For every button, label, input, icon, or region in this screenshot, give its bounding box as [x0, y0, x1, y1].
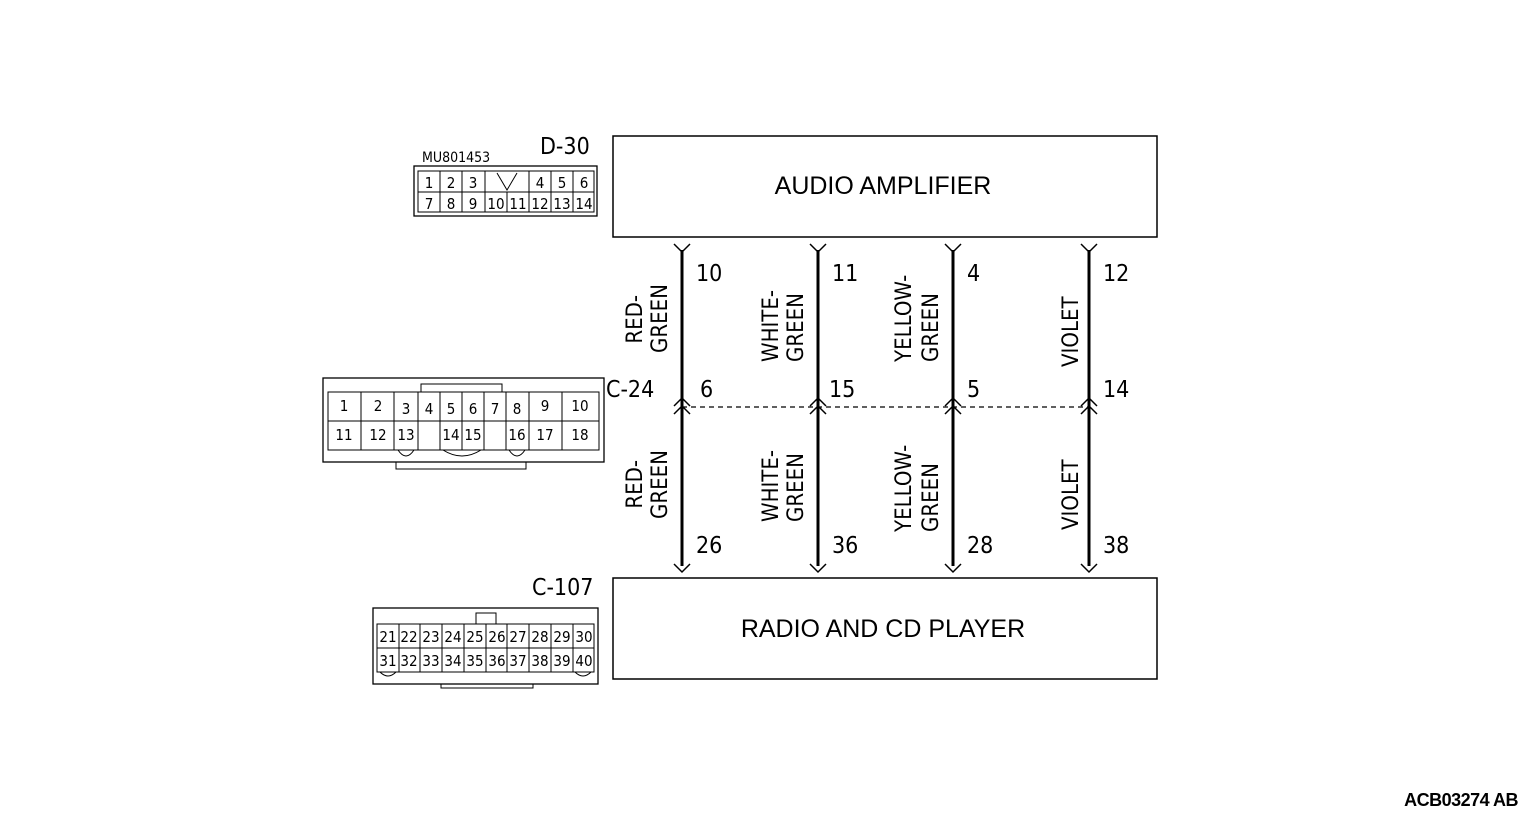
- pin-mid-4: 14: [1103, 377, 1129, 403]
- d30-pin-13: 13: [553, 195, 570, 213]
- pin-numbers: 10 11 4 12 6 15 5 14 26 36 28 38: [696, 261, 1129, 559]
- d30-pin-6: 6: [580, 174, 589, 192]
- c24-pin-10: 10: [571, 397, 588, 415]
- c107-pin-40: 40: [575, 652, 592, 670]
- wire-3-upper-color-line2: GREEN: [919, 293, 944, 362]
- c107-pin-28: 28: [531, 628, 548, 646]
- wire-1-upper-color-line2: GREEN: [648, 284, 673, 353]
- pin-mid-2: 15: [829, 377, 855, 403]
- c107-pin-26: 26: [488, 628, 505, 646]
- wire-1-lower-color-line1: RED-: [623, 460, 648, 509]
- connector-d30: D-30 MU801453 1 2 3 4 5 6 7 8 9 10 11: [413, 134, 598, 217]
- c24-pin-3: 3: [402, 400, 411, 418]
- c107-pin-25: 25: [466, 628, 483, 646]
- audio-amplifier-box: AUDIO AMPLIFIER: [612, 135, 1158, 238]
- wire-4-lower-color: VIOLET: [1059, 459, 1084, 530]
- reference-code: ACB03274 AB: [1404, 790, 1518, 810]
- c107-pin-21: 21: [379, 628, 396, 646]
- connector-c24: C-24 1 2 3 4 5 6 7 8 9 10: [322, 377, 654, 470]
- wire-group: [673, 243, 1098, 574]
- audio-amplifier-label: AUDIO AMPLIFIER: [775, 172, 992, 200]
- connector-d30-label: D-30: [540, 134, 590, 160]
- wire-1-upper-color-line1: RED-: [623, 295, 648, 344]
- d30-pin-12: 12: [531, 195, 548, 213]
- radio-cd-player-box: RADIO AND CD PLAYER: [612, 577, 1158, 680]
- pin-top-1: 10: [696, 261, 722, 287]
- wire-yellow-green: [944, 243, 962, 574]
- wire-1-lower-color-line2: GREEN: [648, 450, 673, 519]
- pin-mid-3: 5: [967, 377, 980, 403]
- c24-pin-1: 1: [340, 397, 349, 415]
- connector-d30-part-no: MU801453: [422, 150, 490, 166]
- wire-2-upper-color-line1: WHITE-: [759, 290, 784, 362]
- pin-mid-1: 6: [700, 377, 713, 403]
- radio-cd-player-label: RADIO AND CD PLAYER: [741, 615, 1025, 643]
- pin-top-3: 4: [967, 261, 980, 287]
- c24-pin-12: 12: [369, 426, 386, 444]
- connector-c24-label: C-24: [606, 377, 654, 403]
- c107-pin-29: 29: [553, 628, 570, 646]
- c24-pin-8: 8: [513, 400, 522, 418]
- c107-pin-38: 38: [531, 652, 548, 670]
- wire-3-upper-color-line1: YELLOW-: [892, 275, 917, 363]
- wire-white-green: [809, 243, 827, 574]
- wire-3-lower-color-line2: GREEN: [919, 463, 944, 532]
- d30-pin-3: 3: [469, 174, 478, 192]
- d30-pin-5: 5: [558, 174, 567, 192]
- c107-pin-35: 35: [466, 652, 483, 670]
- c107-pin-24: 24: [444, 628, 461, 646]
- pin-top-4: 12: [1103, 261, 1129, 287]
- c107-pin-37: 37: [509, 652, 526, 670]
- wire-2-upper-color-line2: GREEN: [784, 293, 809, 362]
- c107-pin-23: 23: [422, 628, 439, 646]
- c24-pin-4: 4: [425, 400, 434, 418]
- c24-pin-11: 11: [335, 426, 352, 444]
- wire-violet: [1080, 243, 1098, 574]
- d30-pin-1: 1: [425, 174, 434, 192]
- c24-pin-16: 16: [508, 426, 525, 444]
- c24-pin-17: 17: [536, 426, 553, 444]
- pin-top-2: 11: [832, 261, 858, 287]
- c107-pin-22: 22: [400, 628, 417, 646]
- d30-pin-2: 2: [447, 174, 456, 192]
- c107-pin-27: 27: [509, 628, 526, 646]
- c24-pin-7: 7: [491, 400, 500, 418]
- c24-pin-14: 14: [442, 426, 459, 444]
- connector-c107-label: C-107: [532, 575, 593, 601]
- c107-pin-32: 32: [400, 652, 417, 670]
- d30-pin-14: 14: [575, 195, 592, 213]
- c24-pin-6: 6: [469, 400, 478, 418]
- d30-pin-7: 7: [425, 195, 434, 213]
- d30-pin-4: 4: [536, 174, 545, 192]
- c24-pin-15: 15: [464, 426, 481, 444]
- c107-pin-36: 36: [488, 652, 505, 670]
- pin-bottom-4: 38: [1103, 533, 1129, 559]
- d30-pin-8: 8: [447, 195, 456, 213]
- connector-c107: C-107 21 22 23 24 25 26 27 28 29: [372, 575, 599, 689]
- d30-pin-9: 9: [469, 195, 478, 213]
- c107-pin-31: 31: [379, 652, 396, 670]
- c24-pin-9: 9: [541, 397, 550, 415]
- c24-pin-18: 18: [571, 426, 588, 444]
- c24-pin-2: 2: [374, 397, 383, 415]
- wire-2-lower-color-line2: GREEN: [784, 453, 809, 522]
- wire-color-labels: RED- GREEN WHITE- GREEN YELLOW- GREEN VI…: [623, 275, 1084, 533]
- pin-bottom-2: 36: [832, 533, 858, 559]
- c107-pin-33: 33: [422, 652, 439, 670]
- c107-pin-39: 39: [553, 652, 570, 670]
- d30-pin-10: 10: [487, 195, 504, 213]
- d30-pin-11: 11: [509, 195, 526, 213]
- pin-bottom-3: 28: [967, 533, 993, 559]
- c24-pin-13: 13: [397, 426, 414, 444]
- pin-bottom-1: 26: [696, 533, 722, 559]
- wire-2-lower-color-line1: WHITE-: [759, 450, 784, 522]
- c24-pin-5: 5: [447, 400, 456, 418]
- c107-pin-30: 30: [575, 628, 592, 646]
- wire-red-green: [673, 243, 691, 574]
- wire-4-upper-color: VIOLET: [1059, 296, 1084, 367]
- wire-3-lower-color-line1: YELLOW-: [892, 445, 917, 533]
- c107-pin-34: 34: [444, 652, 461, 670]
